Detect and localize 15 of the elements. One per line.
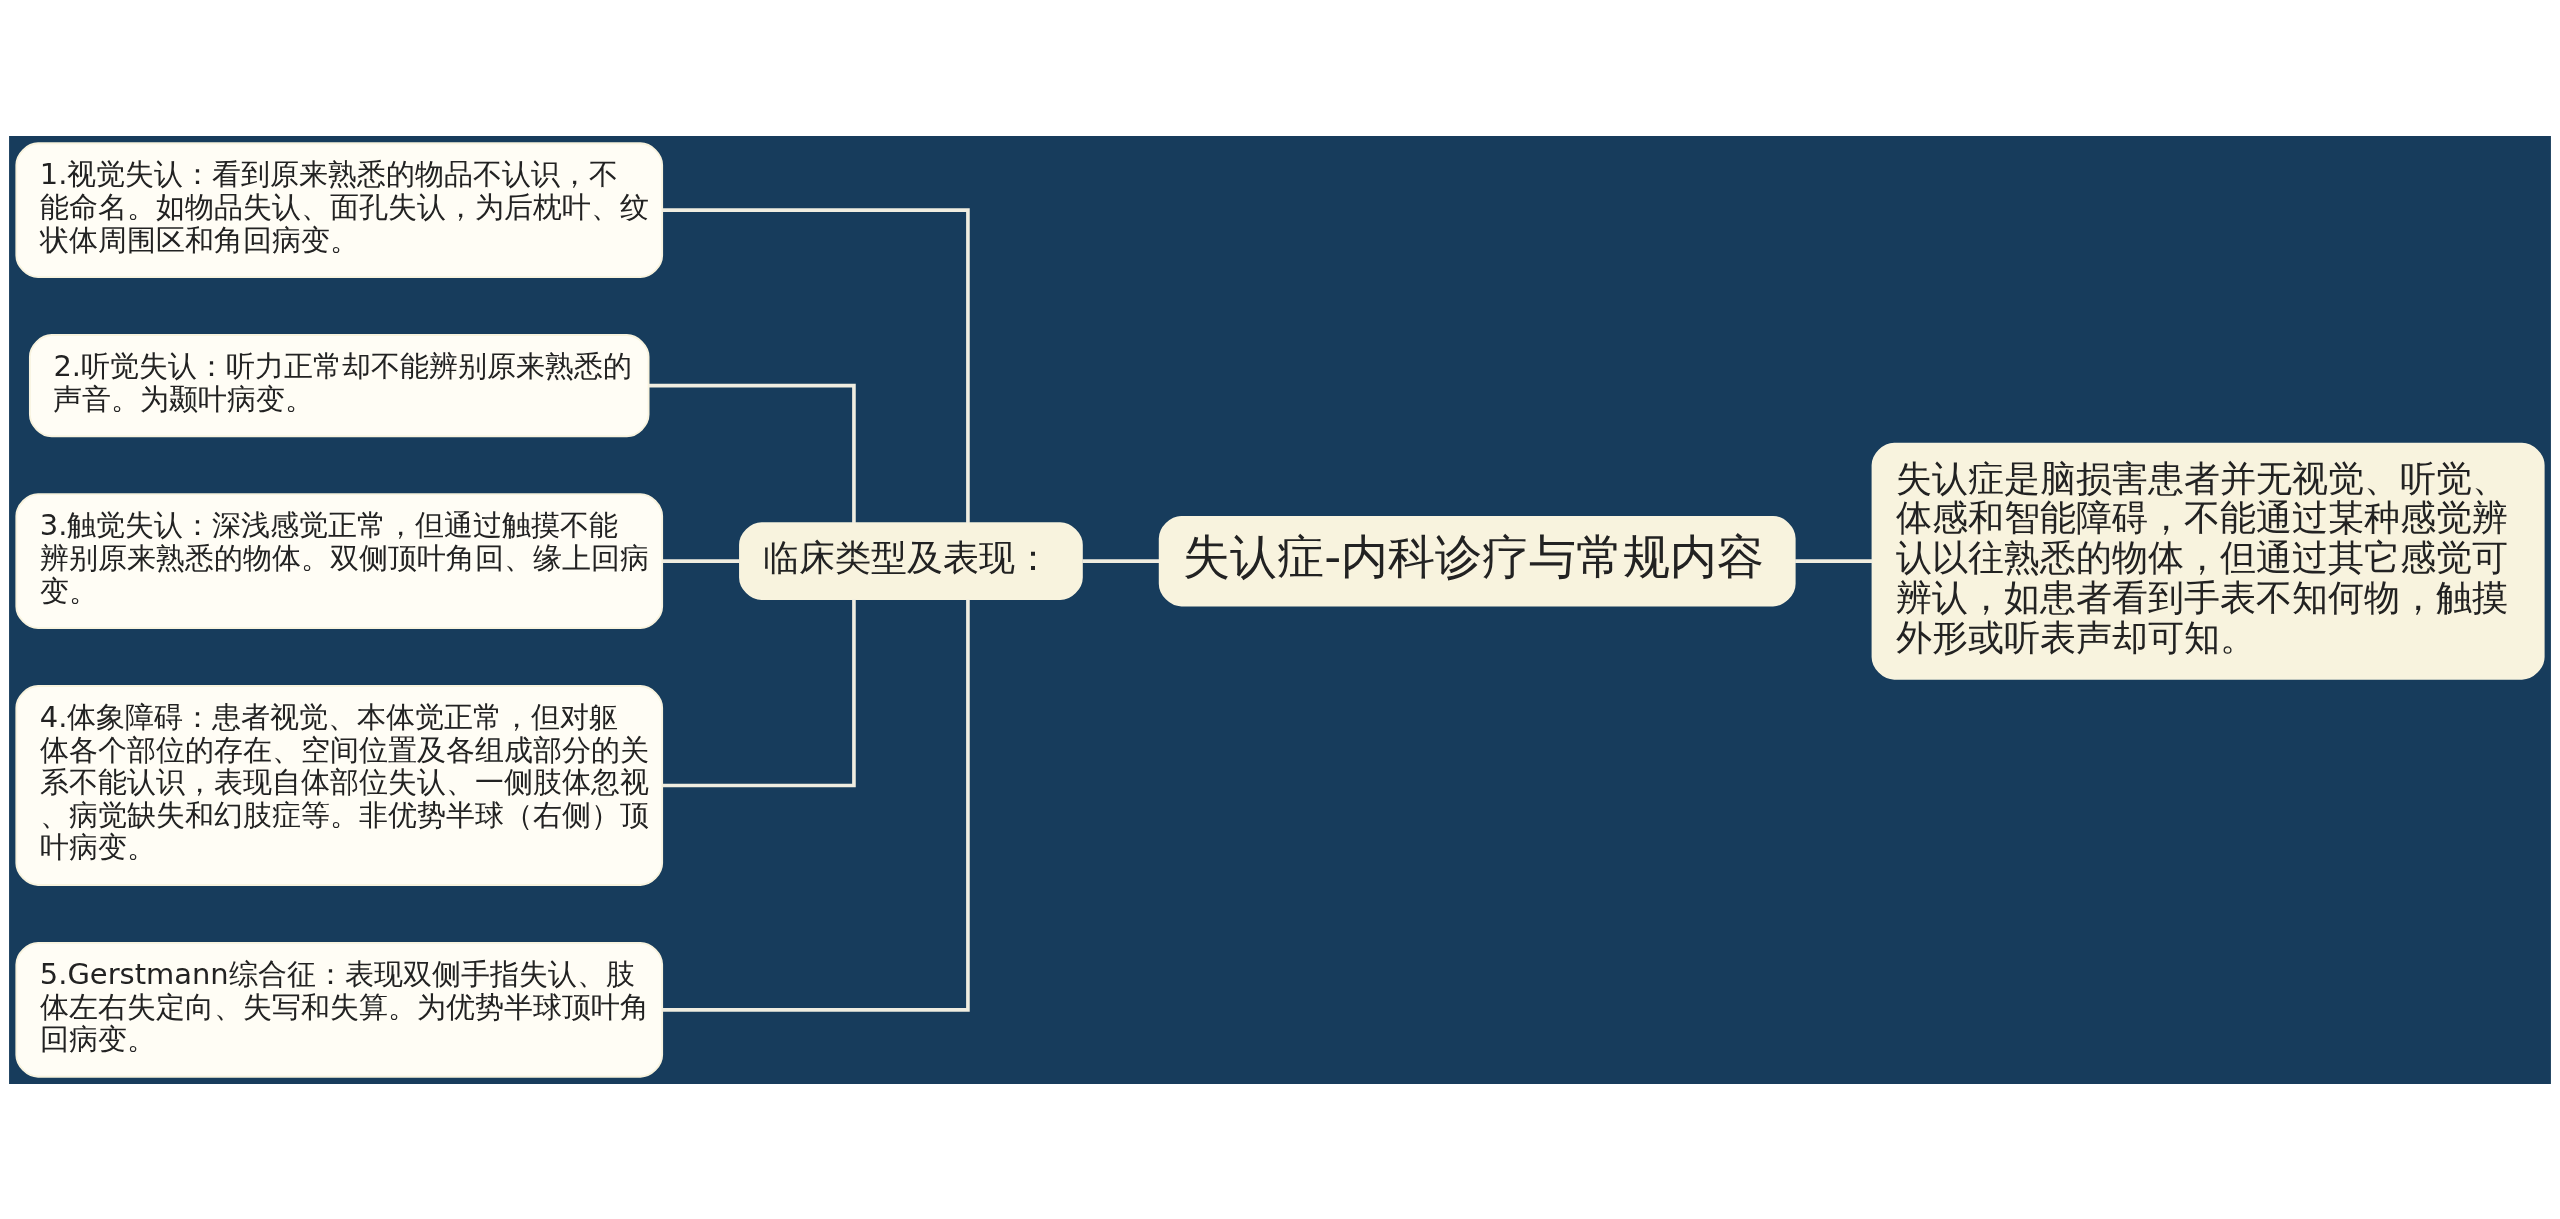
connector: [649, 383, 856, 523]
node-box: 5.Gerstmann综合征：表现双侧手指失认、肢体左右失定向、失写和失算。为优势半球顶叶角回病变。: [15, 941, 664, 1078]
connector: [662, 598, 970, 1012]
node-box: 1.视觉失认：看到原来熟悉的物品不认识，不能命名。如物品失认、面孔失认，为后枕叶、纹状体周围区和角回病变。: [15, 141, 664, 278]
node-box: 2.听觉失认：听力正常却不能辨别原来熟悉的声音。为颞叶病变。: [28, 333, 650, 437]
node-box: 临床类型及表现：: [739, 521, 1083, 600]
node-box: 4.体象障碍：患者视觉、本体觉正常，但对躯体各个部位的存在、空间位置及各组成部分的关系不能认识，表现自体部位失认、一侧肢体忽视、病觉缺失和幻肢症等。非优势半球（右侧）顶叶病变。: [15, 684, 664, 886]
node-box: 失认症是脑损害患者并无视觉、听觉、体感和智能障碍，不能通过某种感觉辨认以往熟悉的物体，但通过其它感觉可辨认，如患者看到手表不知何物，触摸外形或听表声却可知。: [1871, 442, 2545, 680]
connector: [1795, 558, 1873, 563]
node-box: 3.触觉失认：深浅感觉正常，但通过触摸不能辨别原来熟悉的物体。双侧顶叶角回、缘上回病变。: [15, 492, 664, 629]
node-box: 失认症-内科诊疗与常规内容: [1158, 515, 1796, 606]
connector: [662, 558, 740, 563]
connector: [1082, 558, 1160, 563]
connector: [662, 598, 856, 787]
connector: [662, 207, 970, 523]
